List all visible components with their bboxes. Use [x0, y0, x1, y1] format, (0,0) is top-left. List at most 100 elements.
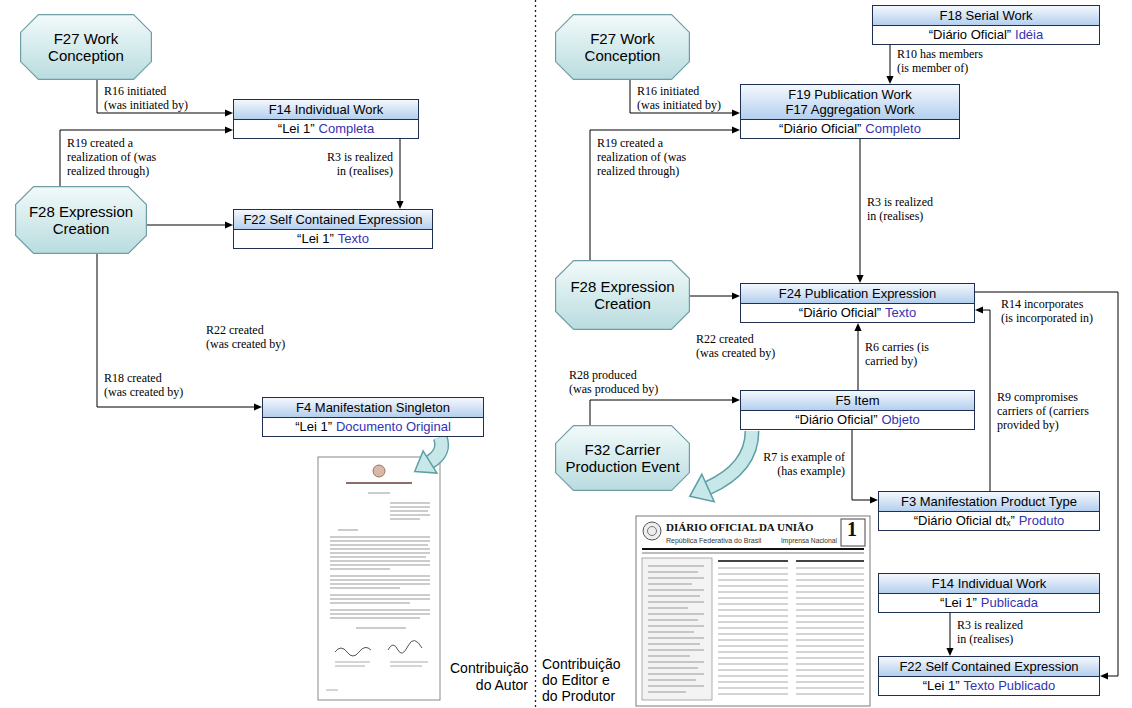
newspaper-thin-rule — [642, 553, 864, 554]
arrow-head — [975, 306, 983, 313]
box-header: F22 Self Contained Expression — [234, 210, 432, 229]
masthead-subtitle: República Federativa do Brasil — [666, 536, 761, 545]
connector-line — [60, 130, 225, 186]
relation-connector — [690, 292, 740, 299]
event-octagon: F32 Carrier Production Event — [555, 425, 690, 491]
connector-line — [858, 331, 859, 390]
relation-connector — [396, 139, 403, 209]
event-name: F27 Work Conception — [26, 30, 146, 64]
relation-label: R22 created (was created by) — [205, 323, 288, 351]
connector-line — [950, 613, 951, 648]
box-header: F24 Publication Expression — [741, 284, 974, 303]
newspaper-rule — [642, 548, 864, 550]
class-name: F14 Individual Work — [242, 102, 410, 117]
class-box: F5 Item“Diário Oficial”Objeto — [740, 390, 975, 430]
column-heading-bars — [718, 560, 864, 562]
arrow-head — [886, 76, 893, 84]
event-octagon: F27 Work Conception — [20, 14, 152, 80]
instance-name: “Diário Oficial” — [799, 305, 881, 320]
newspaper-emblem — [643, 522, 661, 540]
summary-lines — [648, 566, 704, 692]
relation-connector — [852, 430, 878, 504]
pointer-arrow-head — [415, 451, 437, 473]
arrow-head — [732, 109, 740, 116]
instance-role: Idéia — [1015, 27, 1043, 42]
arrow-head — [396, 201, 403, 209]
event-name: F32 Carrier Production Event — [561, 441, 684, 475]
event-name: F28 Expression Creation — [561, 278, 684, 312]
pointer-arrow-outline — [430, 437, 442, 462]
relation-label: R16 initiated (was initiated by) — [103, 84, 190, 112]
event-label-holder: F27 Work Conception — [26, 14, 146, 80]
relation-connector — [856, 139, 863, 283]
octagon-shape — [556, 261, 690, 330]
pointer-arrow-shaft — [430, 437, 442, 462]
relation-connector — [590, 396, 740, 425]
connector-line — [400, 139, 401, 201]
arrow-head — [732, 126, 740, 133]
class-name: F24 Publication Expression — [749, 286, 966, 301]
arrow-head — [856, 275, 863, 283]
region-caption: Contribuição do Editor e do Produtor — [542, 656, 620, 704]
relation-label: R16 initiated (was initiated by) — [636, 84, 723, 112]
section-divider — [535, 0, 536, 708]
relation-connector — [886, 45, 893, 84]
relation-connector — [975, 306, 990, 491]
box-header: F14 Individual Work — [879, 574, 1099, 593]
relation-label: R3 is realized in (realises) — [325, 150, 394, 178]
masthead-title: DIÁRIO OFICIAL DA UNIÃO — [666, 521, 814, 534]
instance-name: “Lei 1” — [297, 231, 334, 246]
instance-name: “Lei 1” — [278, 121, 315, 136]
class-box: F14 Individual Work“Lei 1”Publicada — [878, 573, 1100, 613]
instance-role: Texto — [338, 231, 369, 246]
relation-label: R10 has members (is member of) — [896, 47, 985, 75]
box-body: “Diário Oficial dtₓ”Produto — [879, 511, 1099, 530]
document-signatures — [335, 640, 422, 656]
class-box: F19 Publication WorkF17 Aggregation Work… — [740, 84, 960, 139]
box-body: “Diário Oficial”Completo — [741, 119, 959, 138]
relation-label: R18 created (was created by) — [103, 371, 186, 399]
relation-label: R14 incorporates (is incorporated in) — [1000, 297, 1095, 325]
event-octagon: F28 Expression Creation — [555, 260, 690, 330]
newspaper-page — [636, 516, 870, 706]
connector-line — [852, 430, 870, 500]
event-label-holder: F28 Expression Creation — [21, 186, 141, 254]
arrow-head — [946, 648, 953, 656]
event-label-holder: F27 Work Conception — [561, 14, 684, 80]
connector-line — [983, 310, 990, 491]
relation-connector — [60, 126, 233, 186]
pointer-arrow-shaft — [708, 431, 752, 488]
instance-role: Publicada — [981, 595, 1038, 610]
relation-connector — [946, 613, 953, 656]
relation-connector — [147, 221, 233, 228]
arrow-head — [254, 403, 262, 410]
arrow-head — [732, 396, 740, 403]
relation-label: R22 created (was created by) — [695, 332, 778, 360]
octagon-shape — [21, 15, 152, 80]
arrow-head — [854, 323, 861, 331]
class-name: F22 Self Contained Expression — [242, 212, 424, 227]
connector-line — [860, 139, 861, 275]
instance-name: “Lei 1” — [923, 678, 960, 693]
instance-name: “Lei 1” — [295, 419, 332, 434]
arrow-head — [870, 496, 878, 503]
class-box: F22 Self Contained Expression “Lei 1” Text… — [233, 209, 433, 249]
class-name: F4 Manifestation Singleton — [271, 400, 475, 415]
instance-role: Texto — [885, 305, 916, 320]
class-box: F4 Manifestation Singleton“Lei 1”Documen… — [262, 397, 484, 437]
relation-label: R19 created a realization of (was realiz… — [596, 136, 689, 178]
pointer-arrow-head — [690, 474, 714, 501]
class-name: F19 Publication Work — [749, 87, 951, 102]
pointer-arrow-outline — [708, 431, 752, 488]
document-text-lines — [330, 493, 430, 628]
column-lines — [718, 568, 864, 694]
arrow-head — [225, 109, 233, 116]
box-header: F22 Self Contained Expression — [879, 657, 1099, 676]
instance-role: Completa — [319, 121, 375, 136]
arrow-head — [1100, 672, 1108, 679]
box-body: “Diário Oficial” Texto — [741, 303, 974, 322]
class-box: F14 Individual Work “Lei 1” Completa — [233, 99, 419, 139]
connector-line — [97, 80, 225, 113]
relation-label: R3 is realized in (realises) — [956, 618, 1025, 646]
event-octagon: F28 Expression Creation — [15, 186, 147, 254]
